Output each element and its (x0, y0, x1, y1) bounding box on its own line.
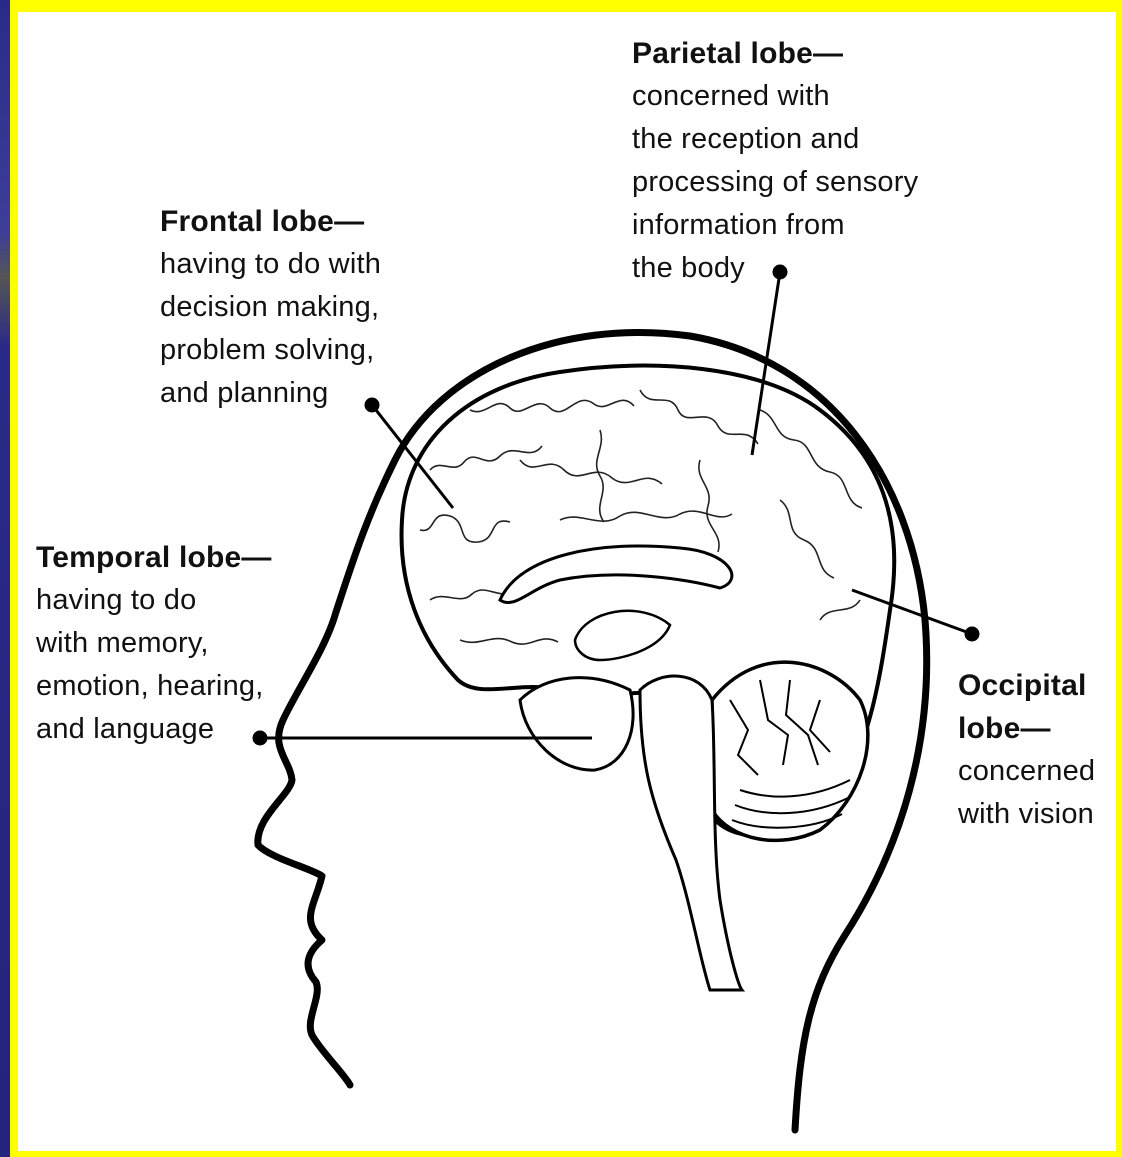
cerebellum (712, 662, 868, 840)
parietal-lobe-title: Parietal lobe— (632, 32, 918, 75)
parietal-lobe-label: Parietal lobe— concerned with the recept… (632, 32, 918, 290)
temporal-lobe-shape (520, 678, 633, 770)
occipital-lobe-title: Occipital lobe— (958, 664, 1095, 750)
temporal-lobe-title: Temporal lobe— (36, 536, 272, 579)
temporal-lobe-description: having to do with memory, emotion, heari… (36, 579, 272, 751)
parietal-lobe-description: concerned with the reception and process… (632, 75, 918, 290)
frontal-lobe-label: Frontal lobe— having to do with decision… (160, 200, 381, 415)
occipital-lobe-label: Occipital lobe— concerned with vision (958, 664, 1095, 836)
occipital-lobe-description: concerned with vision (958, 750, 1095, 836)
frontal-lobe-title: Frontal lobe— (160, 200, 381, 243)
frontal-lobe-description: having to do with decision making, probl… (160, 243, 381, 415)
temporal-lobe-label: Temporal lobe— having to do with memory,… (36, 536, 272, 751)
